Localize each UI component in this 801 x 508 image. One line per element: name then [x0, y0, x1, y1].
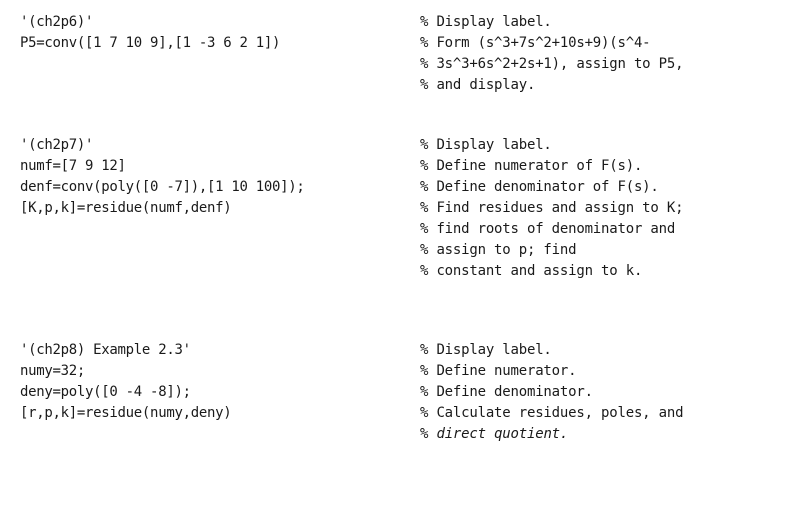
- comment-line: % Define denominator of F(s).: [420, 179, 659, 195]
- code-row: '(ch2p6)' % Display label.: [0, 12, 801, 33]
- code-line: [r,p,k]=residue(numy,deny): [20, 405, 232, 421]
- code-row: numy=32; % Define numerator.: [0, 361, 801, 382]
- code-line: '(ch2p8) Example 2.3': [20, 342, 191, 358]
- code-row: % find roots of denominator and: [0, 219, 801, 240]
- code-row: % 3s^3+6s^2+2s+1), assign to P5,: [0, 54, 801, 75]
- code-block-ch2p7: '(ch2p7)' % Display label. numf=[7 9 12]…: [0, 135, 801, 282]
- comment-line: % Form (s^3+7s^2+10s+9)(s^4-: [420, 35, 651, 51]
- code-row: numf=[7 9 12] % Define numerator of F(s)…: [0, 156, 801, 177]
- code-row: '(ch2p8) Example 2.3' % Display label.: [0, 340, 801, 361]
- comment-line: % find roots of denominator and: [420, 221, 676, 237]
- code-row: denf=conv(poly([0 -7]),[1 10 100]); % De…: [0, 177, 801, 198]
- comment-line: % direct quotient.: [420, 424, 568, 445]
- comment-line: % Calculate residues, poles, and: [420, 405, 684, 421]
- comment-italic: direct quotient.: [436, 426, 569, 442]
- comment-line: % Display label.: [420, 14, 552, 30]
- document-page: '(ch2p6)' % Display label. P5=conv([1 7 …: [0, 12, 801, 445]
- code-row: [r,p,k]=residue(numy,deny) % Calculate r…: [0, 403, 801, 424]
- code-row: P5=conv([1 7 10 9],[1 -3 6 2 1]) % Form …: [0, 33, 801, 54]
- comment-line: % constant and assign to k.: [420, 263, 643, 279]
- code-line: numy=32;: [20, 363, 86, 379]
- code-row: deny=poly([0 -4 -8]); % Define denominat…: [0, 382, 801, 403]
- code-line: numf=[7 9 12]: [20, 158, 126, 174]
- code-line: '(ch2p6)': [20, 14, 94, 30]
- comment-line: % Define denominator.: [420, 384, 593, 400]
- code-line: '(ch2p7)': [20, 137, 94, 153]
- code-row: % constant and assign to k.: [0, 261, 801, 282]
- comment-line: % 3s^3+6s^2+2s+1), assign to P5,: [420, 56, 684, 72]
- comment-line: % Display label.: [420, 137, 552, 153]
- code-block-ch2p8: '(ch2p8) Example 2.3' % Display label. n…: [0, 340, 801, 445]
- code-row: '(ch2p7)' % Display label.: [0, 135, 801, 156]
- code-line: P5=conv([1 7 10 9],[1 -3 6 2 1]): [20, 35, 281, 51]
- code-row: % and display.: [0, 75, 801, 96]
- comment-line: % Define numerator of F(s).: [420, 158, 643, 174]
- comment-line: % Define numerator.: [420, 363, 577, 379]
- code-row: [K,p,k]=residue(numf,denf) % Find residu…: [0, 198, 801, 219]
- code-line: deny=poly([0 -4 -8]);: [20, 384, 191, 400]
- code-row: % assign to p; find: [0, 240, 801, 261]
- comment-line: % Find residues and assign to K;: [420, 200, 684, 216]
- code-block-ch2p6: '(ch2p6)' % Display label. P5=conv([1 7 …: [0, 12, 801, 96]
- comment-line: % and display.: [420, 77, 536, 93]
- comment-line: % assign to p; find: [420, 242, 577, 258]
- comment-prefix: %: [420, 426, 437, 442]
- code-row: % direct quotient.: [0, 424, 801, 445]
- code-line: [K,p,k]=residue(numf,denf): [20, 200, 232, 216]
- comment-line: % Display label.: [420, 342, 552, 358]
- code-line: denf=conv(poly([0 -7]),[1 10 100]);: [20, 179, 305, 195]
